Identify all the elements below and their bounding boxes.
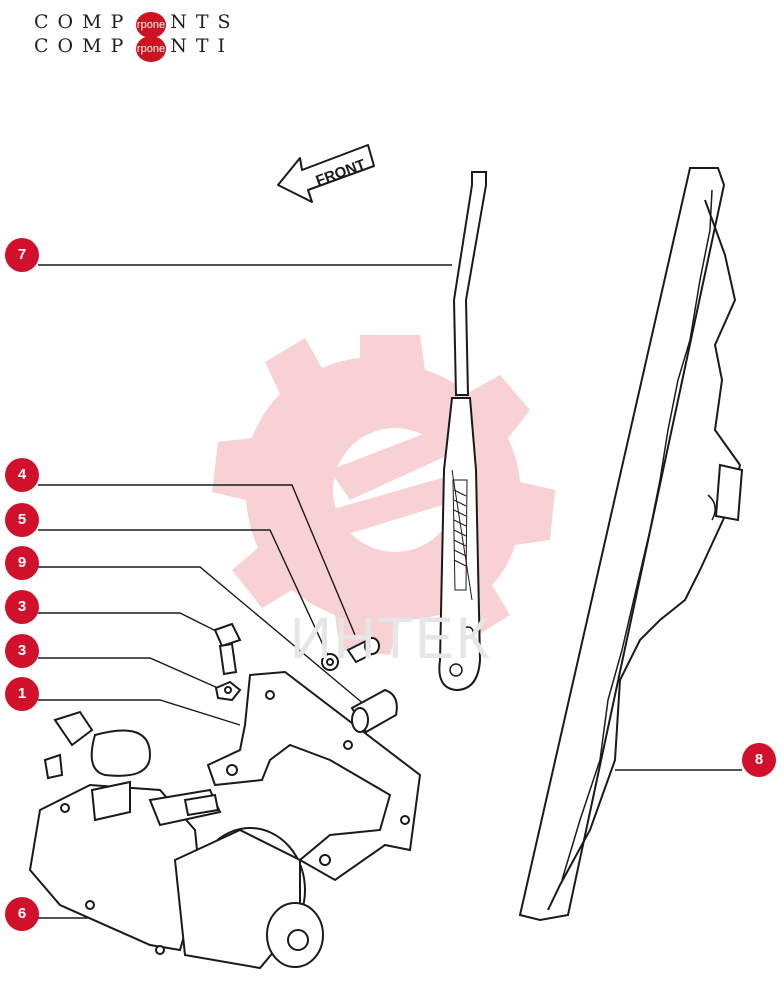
leader-3a <box>38 612 219 633</box>
wiper-motor <box>28 710 324 970</box>
washer-and-nut <box>321 637 380 671</box>
leader-5 <box>38 529 331 661</box>
leader-4 <box>38 484 356 636</box>
callout-6[interactable]: 6 <box>5 897 39 931</box>
leader-1 <box>38 699 241 726</box>
callout-4[interactable]: 4 <box>5 458 39 492</box>
watermark-text: ИНТЕК <box>290 606 492 671</box>
callout-7[interactable]: 7 <box>5 238 39 272</box>
bolt-and-nut <box>213 622 242 702</box>
callout-3-nut[interactable]: 3 <box>5 634 39 668</box>
callout-3-bolt[interactable]: 3 <box>5 590 39 624</box>
front-arrow: FRONT <box>277 144 375 203</box>
callout-5[interactable]: 5 <box>5 503 39 537</box>
leader-lines <box>38 264 742 919</box>
header-badge-2: rpone <box>136 36 166 62</box>
callout-9[interactable]: 9 <box>5 546 39 580</box>
leader-9 <box>38 566 366 706</box>
header: COMP ENTS rpone COMP ENTI rpone <box>34 10 240 62</box>
wiper-blade <box>518 167 744 922</box>
header-line-2: COMP ENTI rpone <box>34 34 240 62</box>
spacer-tube <box>350 688 398 734</box>
header-line-1: COMP ENTS rpone <box>34 10 240 38</box>
callout-1[interactable]: 1 <box>5 677 39 711</box>
wiper-arm <box>438 171 487 692</box>
header-badge-1: rpone <box>136 12 166 38</box>
callout-8[interactable]: 8 <box>742 743 776 777</box>
leader-3b <box>38 657 219 689</box>
motor-bracket <box>206 670 422 882</box>
